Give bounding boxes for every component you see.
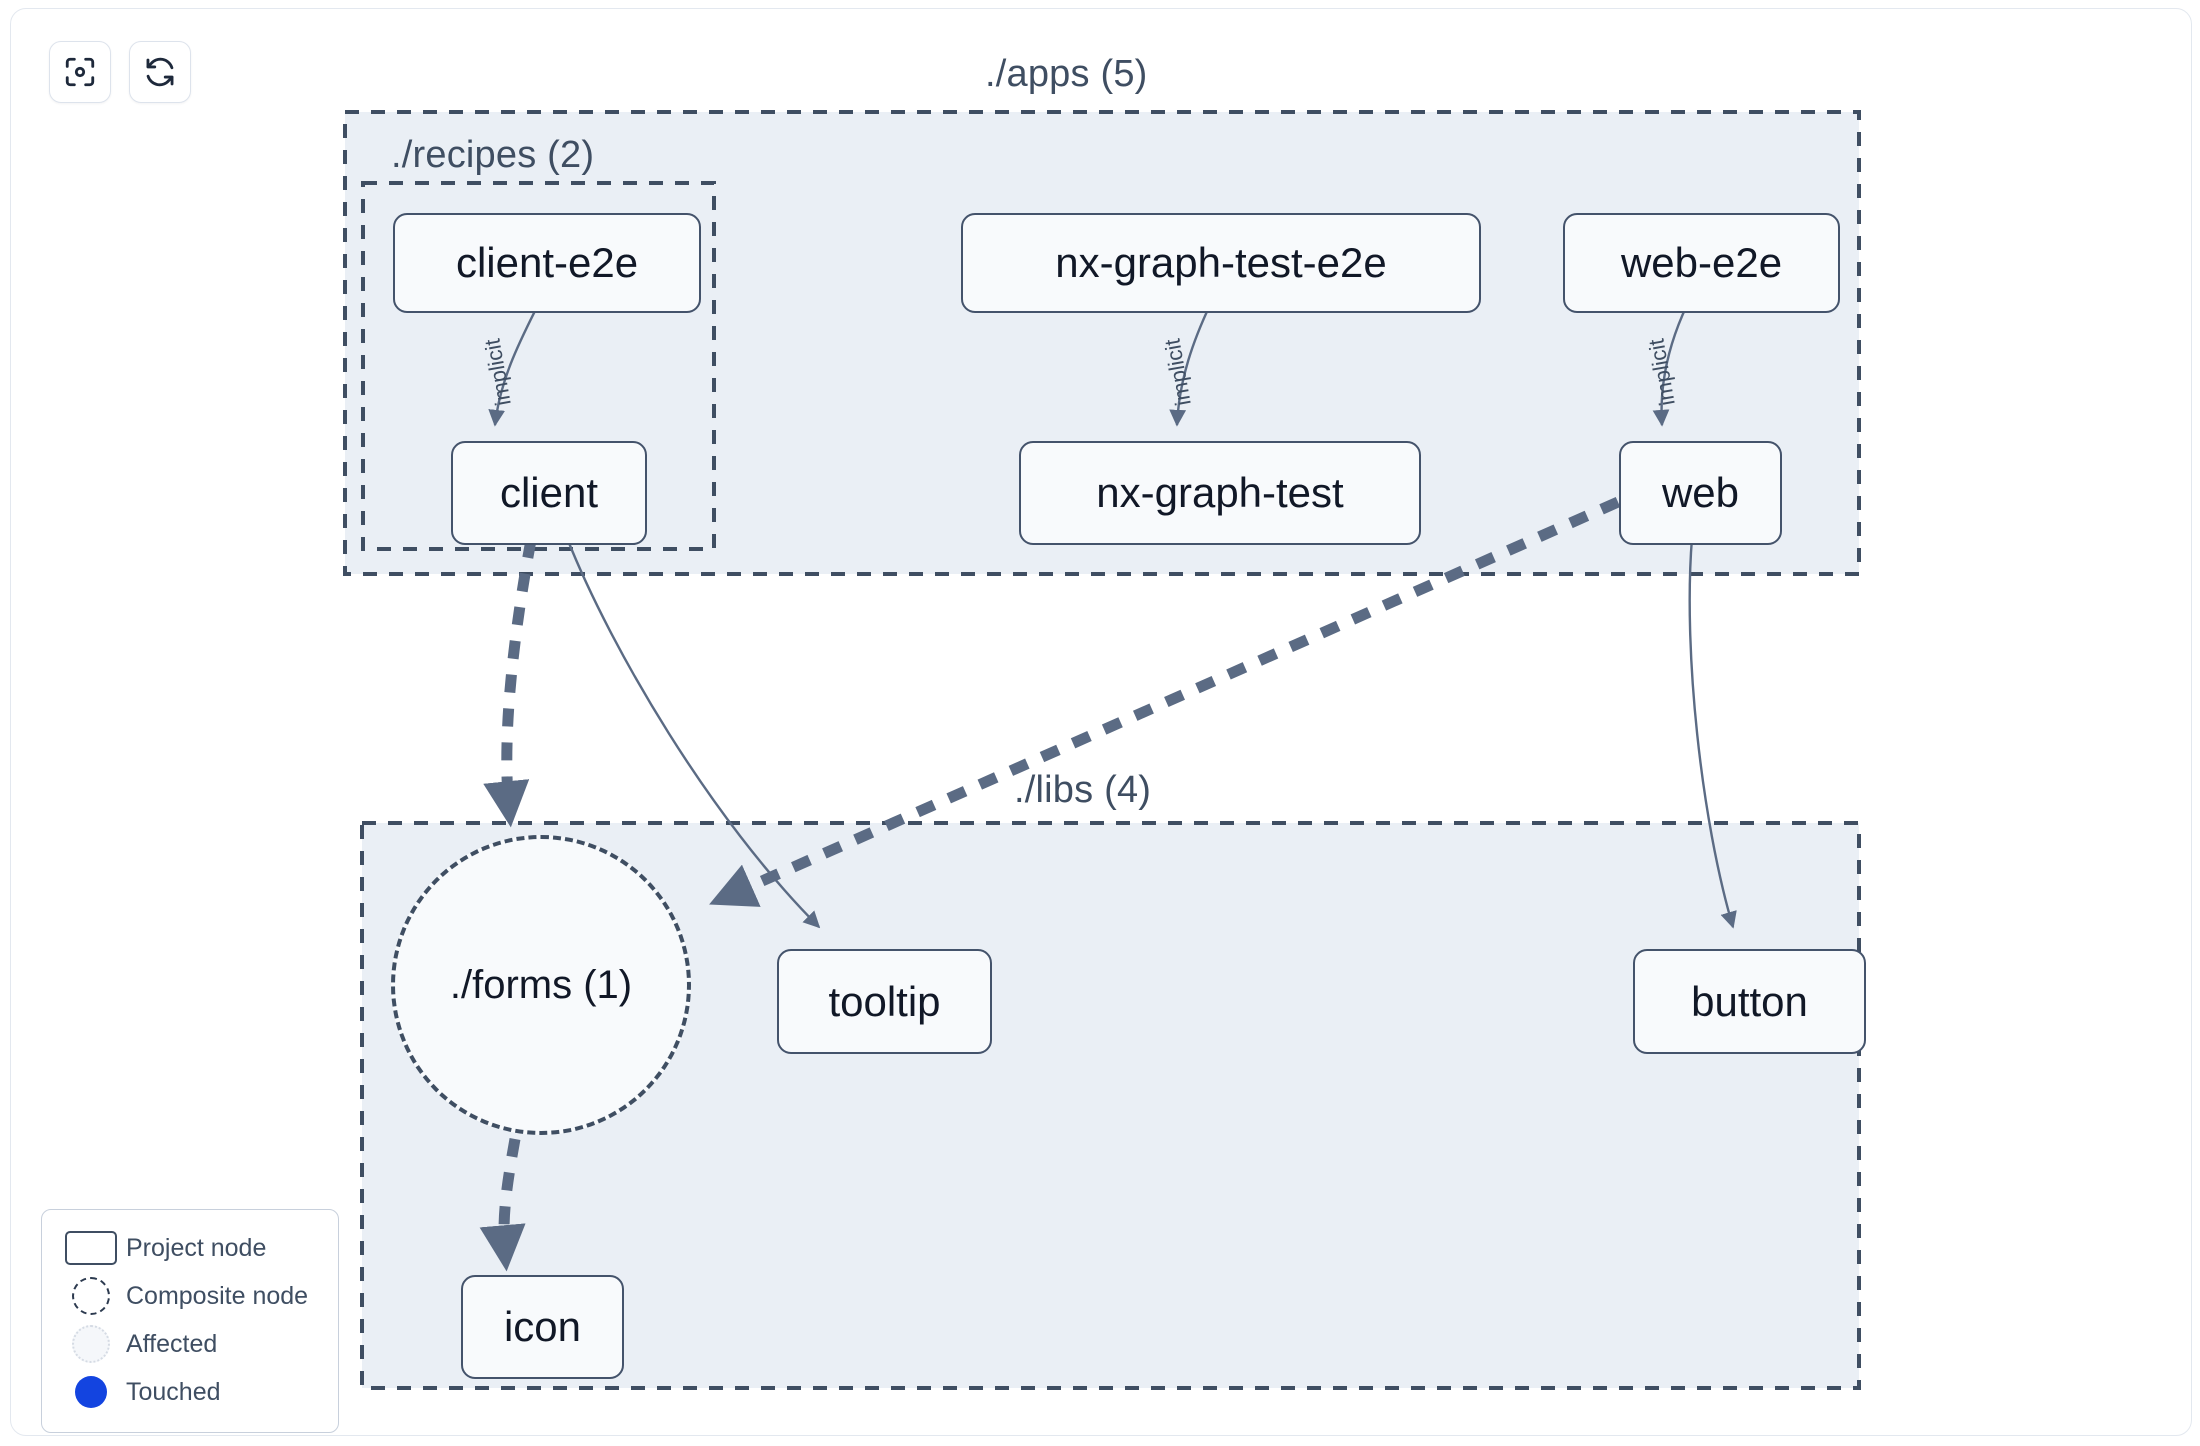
touched-symbol-icon <box>60 1376 122 1408</box>
legend-label: Affected <box>126 1329 218 1358</box>
focus-graph-button[interactable] <box>49 41 111 103</box>
node-nx-graph-test[interactable]: nx-graph-test <box>1019 441 1421 545</box>
group-label-libs: ./libs (4) <box>1014 769 1152 811</box>
node-label: web-e2e <box>1620 239 1783 286</box>
legend-item-project-node: Project node <box>60 1224 320 1272</box>
legend-label: Composite node <box>126 1281 309 1310</box>
refresh-icon <box>143 55 177 89</box>
node-forms-composite[interactable]: ./forms (1) <box>391 835 691 1135</box>
node-label: tooltip <box>828 977 941 1025</box>
node-label: icon <box>503 1303 582 1350</box>
edge-client-e2e-to-client[interactable] <box>488 304 540 427</box>
edge-forms-to-icon[interactable] <box>479 1138 526 1272</box>
node-web[interactable]: web <box>1619 441 1782 545</box>
legend-item-affected: Affected <box>60 1320 320 1368</box>
node-client-e2e[interactable]: client-e2e <box>393 213 701 313</box>
edge-nx-graph-test-e2e-to-nx-graph-test[interactable] <box>1169 304 1212 427</box>
group-label-apps: ./apps (5) <box>985 53 1148 95</box>
edge-web-to-button[interactable] <box>1688 537 1737 929</box>
node-label: client-e2e <box>455 239 639 286</box>
graph-legend: Project node Composite node Affected Tou… <box>41 1209 339 1433</box>
node-label: nx-graph-test <box>1096 469 1344 516</box>
node-web-e2e[interactable]: web-e2e <box>1563 213 1840 313</box>
node-label: client <box>499 469 599 516</box>
refresh-graph-button[interactable] <box>129 41 191 103</box>
node-label: ./forms (1) <box>449 962 633 1007</box>
legend-item-composite-node: Composite node <box>60 1272 320 1320</box>
edge-client-to-forms[interactable] <box>483 539 537 828</box>
focus-target-icon <box>63 55 97 89</box>
legend-item-touched: Touched <box>60 1368 320 1416</box>
composite-node-symbol-icon <box>60 1277 122 1315</box>
project-node-symbol-icon <box>60 1231 122 1265</box>
edge-web-e2e-to-web[interactable] <box>1652 304 1689 427</box>
node-tooltip[interactable]: tooltip <box>777 949 992 1054</box>
node-icon[interactable]: icon <box>461 1275 624 1379</box>
node-label: button <box>1691 977 1808 1025</box>
group-label-recipes: ./recipes (2) <box>391 134 595 176</box>
node-label: web <box>1661 469 1740 516</box>
node-label: nx-graph-test-e2e <box>1055 239 1387 286</box>
node-nx-graph-test-e2e[interactable]: nx-graph-test-e2e <box>961 213 1481 313</box>
graph-toolbar <box>49 41 191 103</box>
node-client[interactable]: client <box>451 441 647 545</box>
graph-panel: implicit implicit implicit ./apps (5) ./… <box>10 8 2192 1436</box>
edge-web-to-forms[interactable] <box>709 496 1621 907</box>
node-button[interactable]: button <box>1633 949 1866 1054</box>
affected-symbol-icon <box>60 1325 122 1363</box>
legend-label: Project node <box>126 1233 267 1262</box>
legend-label: Touched <box>126 1377 221 1406</box>
